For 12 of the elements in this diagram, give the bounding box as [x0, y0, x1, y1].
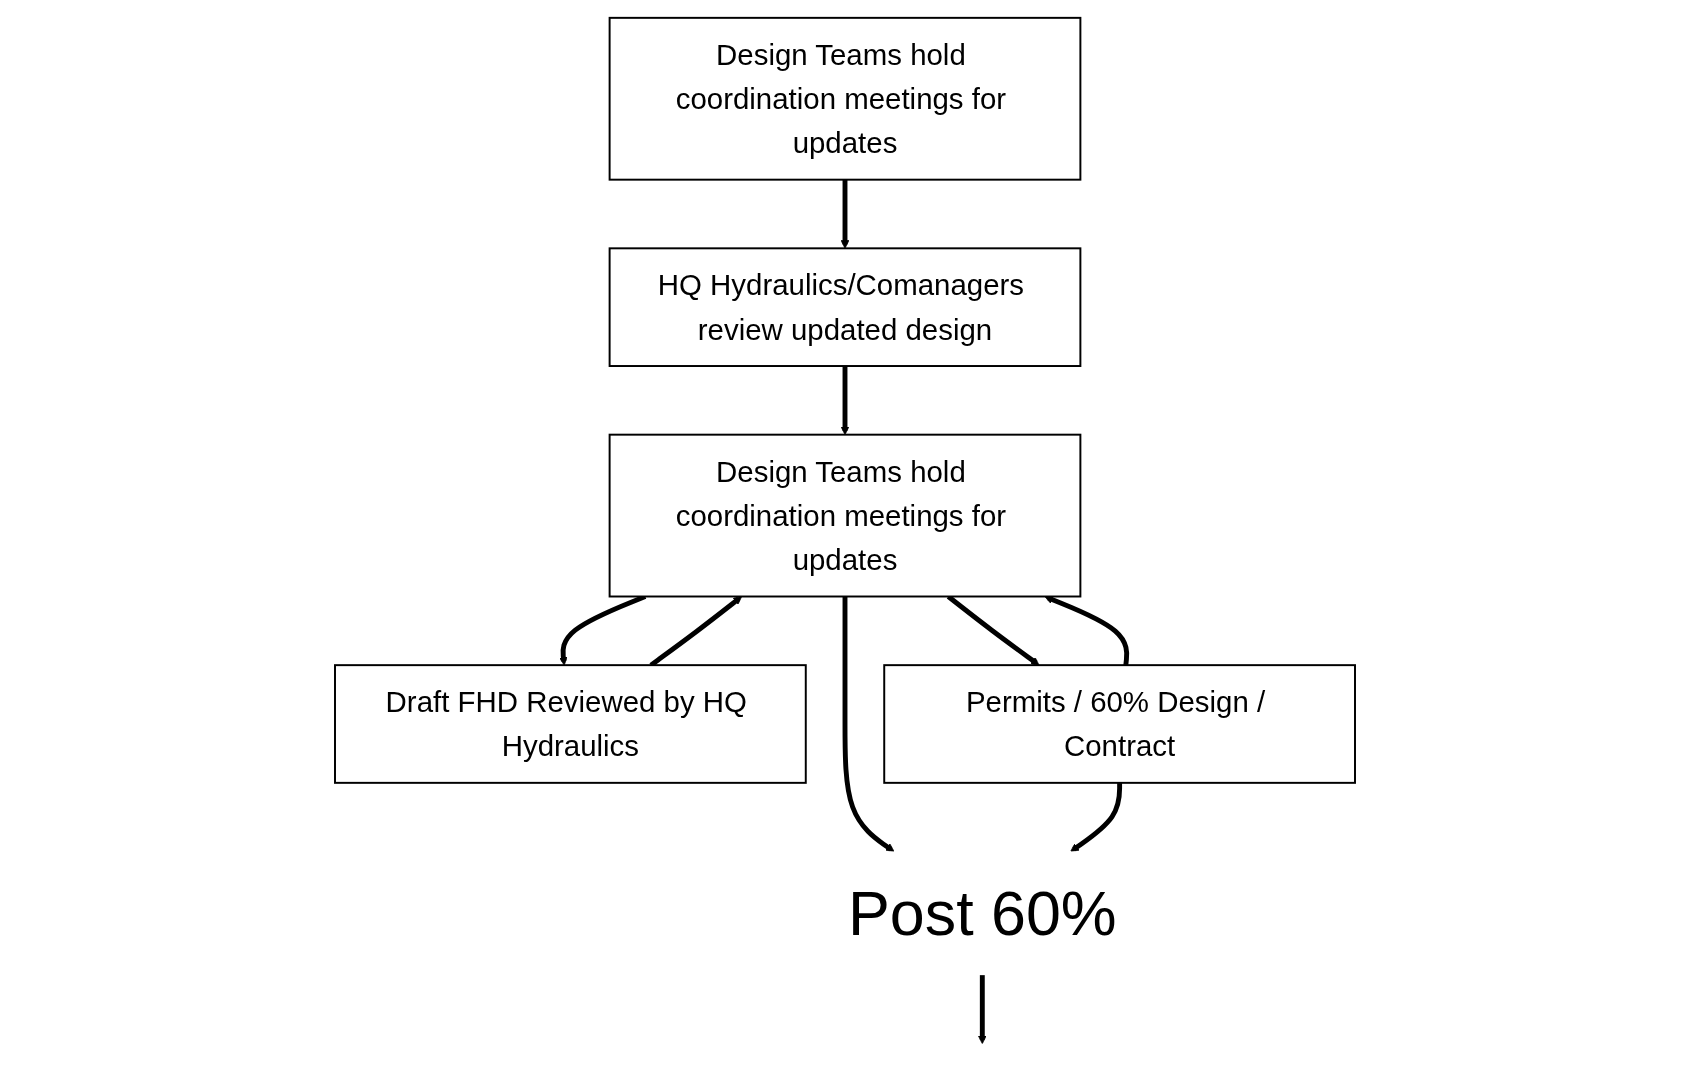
node-box: Design Teams hold coordination meetings for updates — [608, 433, 1082, 598]
arrow — [842, 596, 895, 852]
arrow — [840, 366, 850, 436]
node-box: Permits / 60% Design / Contract — [883, 664, 1356, 784]
node-box: Draft FHD Reviewed by HQ Hydraulics — [334, 664, 807, 784]
node-box: HQ Hydraulics/Comanagers review updated design — [608, 247, 1082, 367]
arrow — [1070, 782, 1123, 852]
arrow — [840, 179, 850, 249]
arrow — [1044, 595, 1130, 666]
node-box: Design Teams hold coordination meetings for updates — [608, 16, 1082, 181]
node-text: Post 60% — [847, 877, 1117, 949]
arrow — [978, 975, 987, 1045]
